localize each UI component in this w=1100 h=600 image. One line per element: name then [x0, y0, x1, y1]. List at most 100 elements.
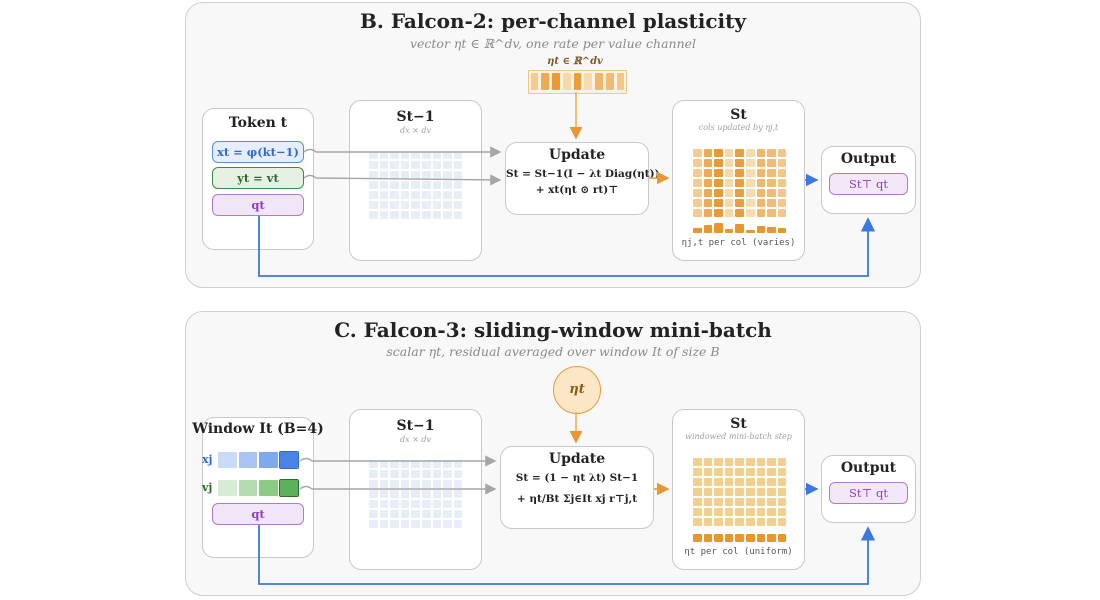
rate-bar	[703, 534, 713, 542]
matrix-cell	[453, 211, 463, 219]
prev-state-sub-c: dx × dv	[399, 435, 432, 444]
matrix-cell	[379, 201, 389, 209]
state-cell	[756, 518, 766, 526]
eta-vector	[528, 70, 627, 94]
matrix-cell	[453, 460, 463, 468]
rate-bar	[693, 228, 702, 233]
matrix-cell	[432, 500, 442, 508]
state-cell	[767, 468, 776, 476]
matrix-cell	[422, 470, 431, 478]
window-chip-q: qt	[212, 503, 304, 525]
matrix-cell	[453, 191, 463, 199]
matrix-cell	[432, 211, 442, 219]
matrix-cell	[369, 510, 378, 518]
matrix-cell	[400, 510, 410, 518]
matrix-cell	[379, 460, 389, 468]
matrix-cell	[411, 151, 420, 159]
matrix-cell	[369, 480, 378, 488]
window-v-cell	[259, 480, 278, 496]
state-cell	[777, 508, 787, 516]
state-cell	[724, 458, 734, 466]
state-caption: ηj,t per col (varies)	[681, 238, 796, 248]
matrix-cell	[443, 490, 452, 498]
matrix-cell	[400, 500, 410, 508]
arrow-window-v-to-update	[299, 483, 497, 495]
state-cell	[714, 498, 723, 506]
state-title: St	[730, 107, 747, 123]
matrix-cell	[422, 161, 431, 169]
state-cell	[756, 488, 766, 496]
state-cell	[724, 159, 734, 167]
state-cell	[693, 189, 702, 197]
state-cell	[777, 498, 787, 506]
matrix-cell	[443, 171, 452, 179]
matrix-cell	[411, 161, 420, 169]
matrix-cell	[443, 181, 452, 189]
window-x-cell	[238, 452, 257, 468]
chip-x: xt = φ(kt−1)	[212, 141, 304, 163]
state-cell	[756, 159, 766, 167]
matrix-cell	[379, 470, 389, 478]
state-cell	[714, 179, 723, 187]
state-cell	[746, 518, 755, 526]
state-cell	[714, 159, 723, 167]
chip-y: yt = vt	[212, 167, 304, 189]
matrix-cell	[422, 460, 431, 468]
prev-state-grid	[369, 151, 465, 221]
eta-channel-cell	[541, 73, 550, 90]
state-cell	[767, 149, 776, 157]
matrix-cell	[443, 161, 452, 169]
state-cell	[703, 478, 713, 486]
window-title: Window It (B=4)	[192, 421, 324, 437]
state-cell	[777, 159, 787, 167]
rate-bar	[746, 534, 755, 542]
matrix-cell	[411, 470, 420, 478]
state-cell	[756, 498, 766, 506]
state-cell	[724, 179, 734, 187]
eta-channel-cell	[552, 73, 560, 90]
state-cell	[703, 169, 713, 177]
state-cell	[767, 209, 776, 217]
matrix-cell	[379, 490, 389, 498]
matrix-cell	[379, 171, 389, 179]
update-eq-line1-c: St = (1 − ηt λt) St−1	[515, 472, 639, 484]
rate-bar	[756, 226, 766, 233]
state-cell	[746, 478, 755, 486]
state-cell	[735, 468, 744, 476]
matrix-cell	[369, 520, 378, 528]
state-cell	[767, 199, 776, 207]
state-cell	[756, 468, 766, 476]
state-cell	[746, 169, 755, 177]
matrix-cell	[369, 211, 378, 219]
eta-channel-cell	[595, 73, 603, 90]
matrix-cell	[379, 191, 389, 199]
matrix-cell	[453, 201, 463, 209]
state-cell	[767, 498, 776, 506]
state-cell	[693, 199, 702, 207]
eta-scalar-circle: ηt	[553, 366, 601, 414]
matrix-cell	[453, 490, 463, 498]
state-cell	[777, 209, 787, 217]
state-cell	[714, 458, 723, 466]
matrix-cell	[422, 510, 431, 518]
state-cell	[735, 478, 744, 486]
state-cell	[767, 179, 776, 187]
state-cell	[693, 159, 702, 167]
state-cell	[703, 179, 713, 187]
state-cell	[756, 189, 766, 197]
matrix-cell	[432, 191, 442, 199]
matrix-cell	[390, 151, 399, 159]
matrix-cell	[390, 161, 399, 169]
state-cell	[724, 169, 734, 177]
rate-bar	[756, 534, 766, 542]
matrix-cell	[453, 470, 463, 478]
state-cell	[714, 508, 723, 516]
row-x-label: xj	[202, 453, 213, 466]
matrix-cell	[369, 460, 378, 468]
chip-q: qt	[212, 194, 304, 216]
matrix-cell	[390, 490, 399, 498]
state-cell	[767, 508, 776, 516]
matrix-cell	[453, 520, 463, 528]
state-cell	[767, 169, 776, 177]
matrix-cell	[411, 201, 420, 209]
